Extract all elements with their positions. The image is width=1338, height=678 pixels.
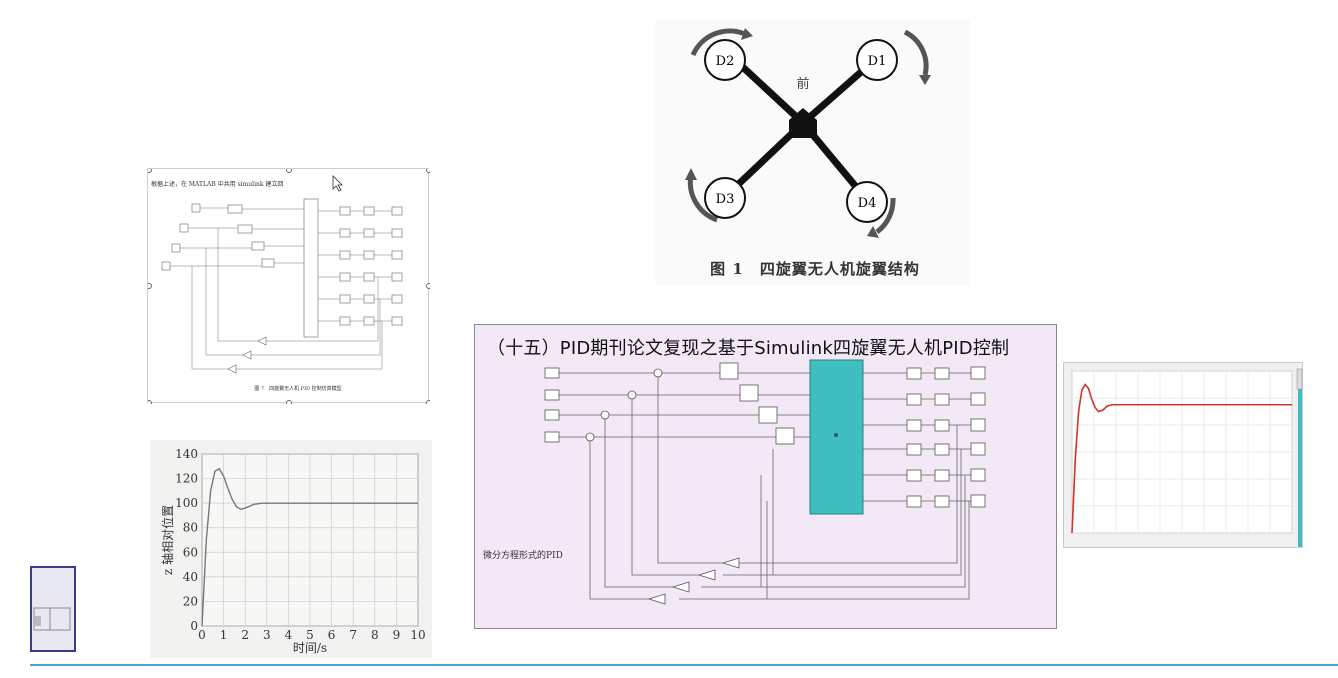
x-axis-label: 时间/s	[293, 641, 327, 655]
quadrotor-subsystem-block	[809, 359, 864, 515]
gain-block	[697, 569, 716, 581]
arm-d2	[730, 55, 806, 126]
rotor-label: D1	[868, 54, 887, 69]
x-tick-label: 4	[285, 628, 293, 642]
x-tick-label: 7	[349, 628, 357, 642]
simulink-diagram	[544, 359, 986, 605]
pid-note: 微分方程形式的PID	[483, 551, 563, 561]
slide-title: （十五）PID期刊论文复现之基于Simulink四旋翼无人机PID控制	[487, 338, 1010, 359]
input-block	[544, 431, 560, 443]
gain-block	[671, 581, 690, 593]
scope-response-line	[1071, 383, 1292, 534]
rotor-d4: D4	[846, 181, 896, 238]
selection-handles[interactable]	[148, 169, 430, 404]
quadrotor-figure: D2 D1 D3 D4 前 图 1 四旋翼无人机旋翼结构	[655, 20, 970, 285]
gain-block	[647, 593, 666, 605]
x-tick-label: 1	[220, 628, 228, 642]
y-tick-label: 100	[175, 496, 198, 510]
model-diagram	[148, 169, 430, 404]
y-tick-label: 140	[175, 447, 198, 461]
y-axis-label: z 轴相对位置	[160, 505, 175, 575]
divider-line	[30, 664, 1338, 666]
pid-block	[758, 406, 778, 424]
y-tick-label: 40	[183, 570, 198, 584]
model-caption: 图 7 四旋翼无人机 PID 控制仿真模型	[254, 386, 342, 392]
y-tick-label: 80	[183, 521, 198, 535]
x-tick-label: 2	[241, 628, 249, 642]
model-title: 根据上述，在 MATLAB 中共用 simulink 建立回	[151, 181, 284, 188]
rotor-d1: D1	[856, 29, 931, 85]
y-tick-label: 20	[183, 594, 198, 608]
cursor-icon	[332, 175, 343, 192]
pid-block	[775, 427, 795, 445]
x-tick-label: 0	[198, 628, 206, 642]
x-tick-label: 8	[371, 628, 379, 642]
y-tick-label: 60	[183, 545, 198, 559]
front-label: 前	[796, 76, 809, 92]
slide-thumbnail[interactable]	[30, 566, 76, 652]
x-tick-label: 3	[263, 628, 271, 642]
x-tick-label: 9	[393, 628, 401, 642]
pid-block	[739, 384, 759, 402]
video-slide-panel: （十五）PID期刊论文复现之基于Simulink四旋翼无人机PID控制	[474, 324, 1057, 629]
input-block	[544, 409, 560, 421]
rotor-d2: D2	[690, 28, 753, 81]
scope-plot-svg	[1071, 368, 1303, 547]
scope-window	[1063, 362, 1303, 548]
x-tick-label: 5	[306, 628, 314, 642]
input-block	[544, 389, 560, 401]
y-tick-label: 0	[190, 619, 198, 633]
pid-block	[719, 362, 739, 380]
scope-scroll-thumb[interactable]	[1296, 368, 1303, 390]
gain-block	[721, 557, 740, 569]
rotor-d3: D3	[685, 168, 746, 223]
y-tick-label: 120	[175, 472, 198, 486]
input-block	[544, 367, 560, 379]
x-tick-label: 10	[410, 628, 425, 642]
scope-scrollbar[interactable]	[1298, 369, 1302, 547]
rotor-label: D2	[716, 54, 735, 69]
simulink-model-image[interactable]: 根据上述，在 MATLAB 中共用 simulink 建立回	[147, 168, 430, 404]
x-tick-label: 6	[328, 628, 336, 642]
figure-caption: 图 1 四旋翼无人机旋翼结构	[710, 260, 920, 278]
z-response-line	[201, 467, 418, 627]
quadrotor-diagram: D2 D1 D3 D4 前	[685, 28, 931, 238]
rotor-label: D4	[858, 196, 877, 211]
rotor-label: D3	[716, 192, 735, 207]
body-icon	[789, 108, 817, 138]
